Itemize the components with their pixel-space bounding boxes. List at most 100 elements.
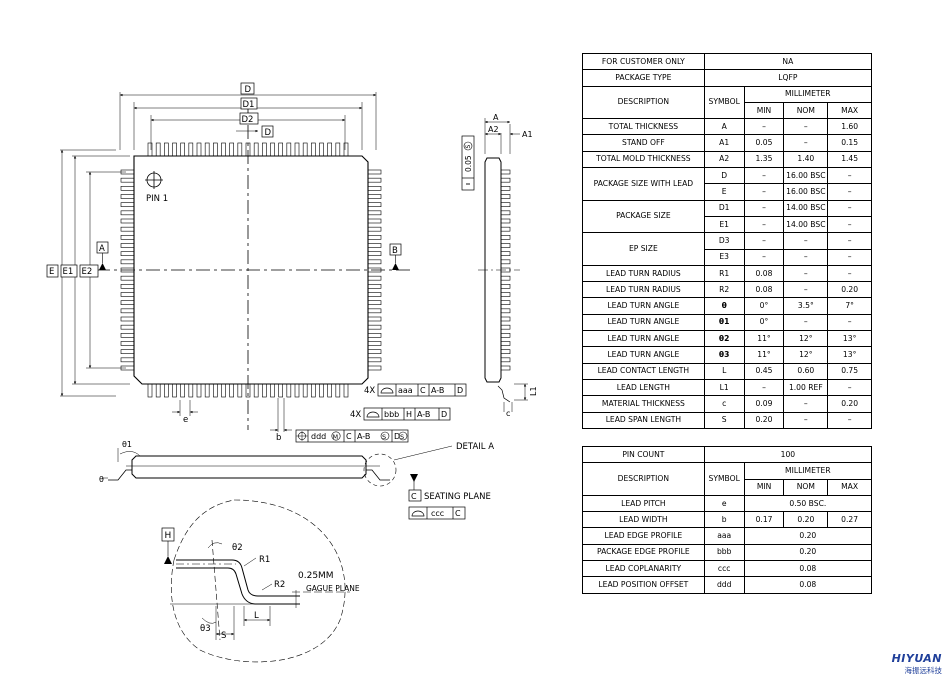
lead	[229, 142, 234, 157]
pin-unit-header: MILLIMETER	[743, 462, 873, 480]
front-view: θ θ1 DETAIL A C SEATING PLANE ccc C	[99, 440, 494, 520]
lead	[367, 308, 382, 314]
spec-nom: 1.00 REF	[783, 378, 829, 397]
profile-surface-icon	[366, 411, 380, 418]
detail-S: S	[221, 631, 226, 641]
pin-tol-desc: LEAD POSITION OFFSET	[582, 576, 705, 594]
spec-customer-value: NA	[703, 52, 873, 71]
dim-E1-label: E1	[63, 267, 74, 277]
lead	[229, 383, 234, 398]
spec-desc: EP SIZE	[582, 232, 705, 266]
fcf-bbb-count: 4X	[350, 410, 361, 420]
top-view: PIN 1 D D1 D2 D E E1	[46, 82, 467, 443]
package-outline-drawing: PIN 1 D D1 D2 D E E1	[46, 82, 538, 663]
lead	[221, 142, 226, 157]
lead	[120, 316, 135, 322]
spec-desc: LEAD CONTACT LENGTH	[582, 362, 705, 380]
detail-theta2: θ2	[232, 543, 243, 553]
lead	[367, 243, 382, 248]
fcf-ddd-datum3: D	[394, 432, 400, 441]
spec-min: 0°	[743, 313, 785, 332]
lead	[155, 383, 161, 398]
pin-row-tol: LEAD POSITION OFFSET ddd 0.08	[582, 576, 873, 594]
spec-sym: θ1	[703, 313, 745, 332]
spec-min: –	[743, 167, 785, 185]
detail-gauge-plane: GAGUE PLANE	[306, 584, 360, 593]
spec-desc: LEAD LENGTH	[582, 378, 705, 397]
side-dim-A1: A1	[522, 130, 533, 139]
spec-min: –	[743, 378, 785, 397]
spec-nom: 16.00 BSC	[783, 183, 829, 201]
pin-row-tol: PACKAGE EDGE PROFILE bbb 0.20	[582, 543, 873, 562]
lead	[262, 383, 267, 398]
lead	[302, 142, 308, 157]
pin-lead-width-max: 0.27	[827, 511, 872, 529]
front-body	[131, 455, 367, 479]
spec-customer-label: FOR CUSTOMER ONLY	[582, 52, 705, 71]
lead	[180, 383, 185, 398]
lead	[164, 142, 169, 157]
spec-max: –	[827, 215, 872, 234]
lead	[172, 383, 177, 398]
lead	[164, 383, 169, 398]
pin-tol-value: 0.20	[743, 543, 873, 562]
spec-sym: θ	[703, 297, 745, 315]
pin-row-tol: LEAD COPLANARITY ccc 0.08	[582, 560, 873, 578]
pin-tol-sym: aaa	[703, 527, 745, 545]
datum-A-label: A	[99, 244, 105, 254]
lead	[367, 365, 382, 371]
lead	[500, 218, 511, 224]
leads-right	[367, 169, 382, 371]
pin-row-lead-pitch: LEAD PITCH e 0.50 BSC.	[582, 494, 873, 513]
lead	[367, 275, 382, 281]
lead	[367, 341, 382, 346]
lead	[367, 202, 382, 207]
lead	[343, 383, 349, 398]
spec-min: 0.45	[743, 362, 785, 380]
pin-subheader: MIN NOM MAX	[583, 478, 872, 496]
spec-min: 0.08	[743, 281, 785, 299]
lead	[500, 349, 511, 354]
spec-max: 1.45	[827, 150, 872, 169]
spec-max: –	[827, 183, 872, 201]
fcf-bbb-datum3: D	[441, 410, 447, 419]
lead	[500, 235, 511, 240]
spec-max: 0.75	[827, 362, 872, 380]
pin1-marker-icon	[145, 171, 163, 189]
pin-tol-value: 0.20	[743, 527, 873, 545]
detail-view: H θ2 R1 R2 0.25MM GAGUE PLANE L S θ3	[161, 499, 360, 663]
detail-boundary-left	[173, 499, 235, 561]
lead	[147, 142, 153, 157]
detail-R2: R2	[274, 580, 285, 590]
ccc-datum: C	[455, 509, 461, 518]
lead	[221, 383, 226, 398]
spec-desc: LEAD TURN ANGLE	[582, 330, 705, 348]
pin-lead-pitch-value: 0.50 BSC.	[743, 494, 873, 513]
fcf-ddd-mod2: S	[400, 433, 404, 441]
lead	[120, 349, 135, 354]
lead	[155, 142, 161, 157]
lead	[120, 341, 135, 346]
spec-nom: –	[783, 232, 829, 250]
lead-width-b-label: b	[276, 433, 281, 443]
lead	[237, 383, 243, 398]
lead	[367, 186, 382, 191]
lead	[500, 292, 511, 297]
lead	[120, 333, 135, 338]
seating-plane-label: SEATING PLANE	[424, 492, 491, 502]
side-dim-L1: L1	[529, 386, 538, 396]
pin-lead-width-min: 0.17	[743, 511, 785, 529]
pin-tol-value: 0.08	[743, 560, 873, 578]
lead	[120, 308, 135, 314]
spec-max: 0.20	[827, 395, 872, 413]
fcf-ddd-modifier: M	[333, 433, 339, 441]
spec-min: –	[743, 248, 785, 266]
spec-max: –	[827, 248, 872, 266]
lead-pitch-e-label: e	[183, 415, 188, 425]
spec-min: –	[743, 183, 785, 201]
lead	[367, 226, 382, 232]
detail-boundary	[170, 499, 346, 663]
